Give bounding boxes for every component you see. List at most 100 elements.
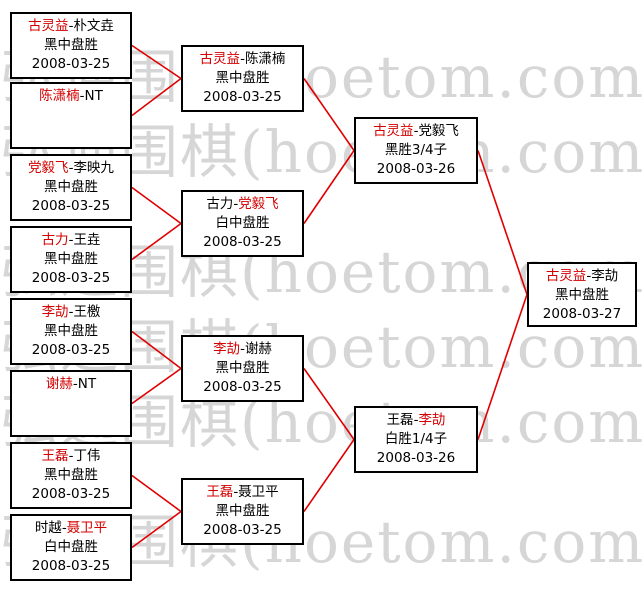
- player-black: 陈潇楠: [39, 88, 80, 104]
- connector-line-5: [131, 330, 182, 370]
- match-box-r1-3: 党毅飞-李映九黑中盘胜 2008-03-25: [10, 154, 132, 221]
- match-date: 2008-03-27: [542, 306, 622, 322]
- match-box-r1-4: 古力-王垚黑中盘胜 2008-03-25: [10, 226, 132, 293]
- match-date: 2008-03-26: [376, 161, 456, 177]
- player-white: 王檄: [73, 304, 101, 320]
- connector-line-12: [303, 439, 355, 512]
- match-box-r4-1: 古灵益-李劼黑中盘胜 2008-03-27: [527, 262, 637, 327]
- match-date: 2008-03-25: [31, 56, 111, 72]
- connector-line-14: [477, 294, 528, 440]
- match-date: 2008-03-25: [203, 234, 282, 250]
- match-date: 2008-03-25: [203, 89, 282, 105]
- player-white: 李劼: [418, 412, 446, 428]
- match-box-r2-2: 古力-党毅飞白中盘胜 2008-03-25: [181, 190, 304, 257]
- players: 李劼-王檄: [41, 304, 101, 320]
- match-result: 白中盘胜: [215, 215, 270, 231]
- player-white: 丁伟: [73, 448, 101, 464]
- match-result: 黑中盘胜: [215, 70, 270, 86]
- player-black: 古力: [206, 196, 234, 212]
- players: 王磊-丁伟: [41, 448, 101, 464]
- match-box-r2-4: 王磊-聂卫平黑中盘胜 2008-03-25: [181, 478, 304, 545]
- match-result: 黑中盘胜: [44, 179, 98, 195]
- players: 李劼-谢赫: [213, 341, 272, 357]
- player-white: NT: [84, 88, 103, 104]
- match-box-r2-3: 李劼-谢赫黑中盘胜 2008-03-25: [181, 335, 304, 402]
- players: 古灵益-朴文垚: [28, 18, 114, 34]
- match-date: 2008-03-25: [31, 198, 111, 214]
- match-date: 2008-03-25: [31, 342, 111, 358]
- match-result: 黑中盘胜: [555, 287, 609, 303]
- match-box-r1-6: 谢赫-NT: [10, 370, 132, 437]
- match-date: 2008-03-25: [31, 270, 111, 286]
- connector-line-9: [303, 78, 355, 151]
- match-result: 黑中盘胜: [215, 360, 270, 376]
- match-result: 黑中盘胜: [44, 37, 98, 53]
- connector-line-8: [131, 510, 182, 549]
- match-date: 2008-03-25: [203, 379, 282, 395]
- connector-line-6: [131, 367, 182, 405]
- match-box-r3-1: 古灵益-党毅飞黑胜3/4子 2008-03-26: [354, 117, 478, 184]
- connector-line-11: [303, 368, 355, 440]
- players: 时越-聂卫平: [34, 520, 108, 536]
- match-box-r3-2: 王磊-李劼白胜1/4子 2008-03-26: [354, 406, 478, 473]
- player-black: 古灵益: [199, 51, 241, 67]
- player-black: 谢赫: [45, 376, 73, 392]
- match-date: 2008-03-26: [376, 450, 456, 466]
- players: 古灵益-党毅飞: [373, 123, 459, 139]
- player-white: 聂卫平: [238, 484, 279, 500]
- match-box-r1-1: 古灵益-朴文垚黑中盘胜 2008-03-25: [10, 12, 132, 79]
- players: 党毅飞-李映九: [28, 160, 114, 176]
- match-box-r1-8: 时越-聂卫平白中盘胜 2008-03-25: [10, 514, 132, 581]
- player-white: 聂卫平: [66, 520, 108, 536]
- connector-line-3: [131, 186, 182, 225]
- players: 古力-党毅飞: [206, 196, 279, 212]
- players: 古灵益-李劼: [545, 268, 619, 284]
- connector-line-2: [131, 77, 182, 117]
- match-date: 2008-03-25: [31, 486, 111, 502]
- player-white: NT: [77, 376, 97, 392]
- player-black: 古灵益: [28, 18, 69, 34]
- players: 王磊-聂卫平: [206, 484, 279, 500]
- connector-line-10: [303, 150, 355, 224]
- players: 古灵益-陈潇楠: [199, 51, 286, 67]
- player-white: 李劼: [591, 268, 619, 284]
- player-black: 王磊: [41, 448, 69, 464]
- player-black: 李劼: [213, 341, 241, 357]
- player-black: 古力: [41, 232, 69, 248]
- match-box-r1-2: 陈潇楠-NT: [10, 82, 132, 149]
- match-date: 2008-03-25: [203, 522, 282, 538]
- player-white: 谢赫: [244, 341, 272, 357]
- player-black: 时越: [34, 520, 62, 536]
- player-black: 党毅飞: [28, 160, 69, 176]
- connector-line-13: [477, 150, 528, 295]
- match-result: 黑中盘胜: [215, 503, 270, 519]
- match-result: 白中盘胜: [44, 539, 98, 555]
- match-result: 白胜1/4子: [384, 431, 448, 447]
- match-result: 黑胜3/4子: [384, 142, 448, 158]
- player-black: 古灵益: [545, 268, 587, 284]
- match-box-r1-7: 王磊-丁伟黑中盘胜 2008-03-25: [10, 442, 132, 509]
- players: 古力-王垚: [41, 232, 101, 248]
- player-black: 王磊: [386, 412, 414, 428]
- connector-line-7: [131, 474, 182, 513]
- player-black: 古灵益: [373, 123, 414, 139]
- match-result: 黑中盘胜: [44, 467, 98, 483]
- connector-line-1: [131, 44, 182, 80]
- player-white: 朴文垚: [73, 18, 114, 34]
- players: 王磊-李劼: [386, 412, 446, 428]
- player-black: 李劼: [41, 304, 69, 320]
- match-result: 黑中盘胜: [44, 251, 98, 267]
- player-white: 党毅飞: [418, 123, 459, 139]
- match-box-r2-1: 古灵益-陈潇楠黑中盘胜 2008-03-25: [181, 45, 304, 112]
- player-white: 党毅飞: [238, 196, 279, 212]
- match-box-r1-5: 李劼-王檄黑中盘胜 2008-03-25: [10, 298, 132, 365]
- player-black: 王磊: [206, 484, 234, 500]
- players: 陈潇楠-NT: [39, 88, 103, 104]
- match-result: 黑中盘胜: [44, 323, 98, 339]
- player-white: 陈潇楠: [244, 51, 286, 67]
- player-white: 王垚: [73, 232, 101, 248]
- connector-line-4: [131, 222, 182, 261]
- match-date: 2008-03-25: [31, 558, 111, 574]
- player-white: 李映九: [73, 160, 114, 176]
